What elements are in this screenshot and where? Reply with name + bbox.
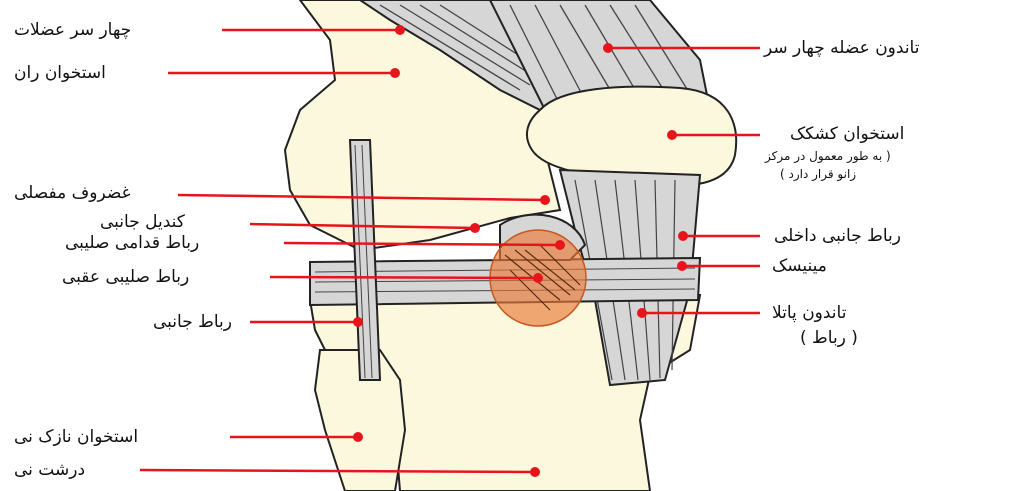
label-meniscus: مینیسک	[772, 256, 827, 276]
label-patellar-tendon: تاندون پاتلا	[772, 303, 846, 323]
label-fibula: استخوان نازک نی	[14, 427, 138, 447]
label-femur: استخوان ران	[14, 63, 106, 83]
label-tibia: درشت نی	[14, 460, 85, 480]
label-quadriceps: چهار سر عضلات	[14, 20, 131, 40]
label-lateral-ligament: رباط جانبی	[153, 312, 232, 332]
label-pcl: رباط صلیبی عقبی	[62, 267, 189, 287]
label-patellar-tendon-note: ( رباط )	[800, 328, 858, 348]
label-patella: استخوان کشکک	[790, 124, 904, 144]
label-condyle: کندیل جانبی	[100, 212, 185, 232]
label-quad-tendon: تاندون عضله چهار سر	[764, 38, 919, 58]
label-patella-note-1: ( به طور معمول در مرکز	[765, 148, 891, 164]
label-acl: رباط قدامی صلیبی	[65, 233, 199, 253]
label-cartilage: غضروف مفصلی	[14, 183, 131, 203]
label-patella-note-2: زانو قرار دارد )	[780, 166, 856, 182]
label-medial-ligament: رباط جانبی داخلی	[774, 226, 901, 246]
